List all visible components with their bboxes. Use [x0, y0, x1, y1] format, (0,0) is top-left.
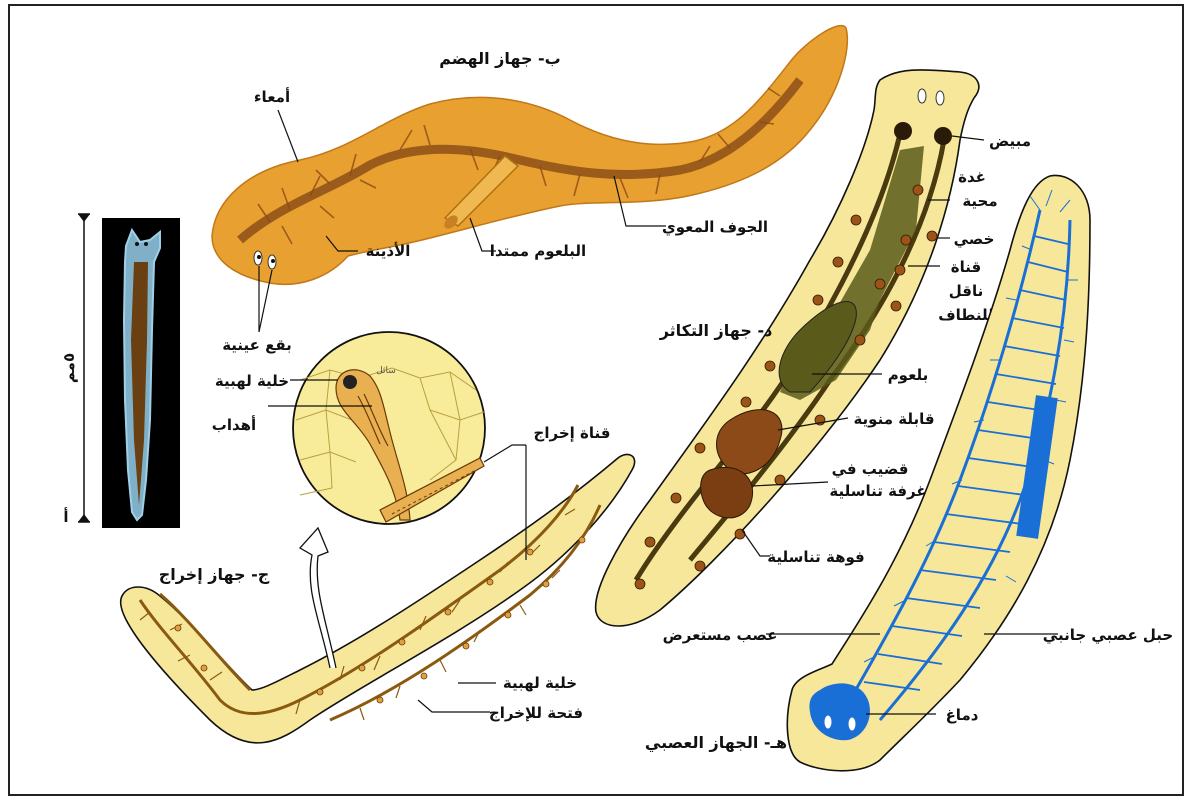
- gastrovascular-label: الجوف المعوي: [662, 218, 768, 237]
- genital-pore-leader: [742, 530, 770, 556]
- genital-pore-label: فوهة تناسلية: [767, 548, 864, 566]
- point-a-label: أ: [63, 507, 68, 526]
- nervous-title: هـ- الجهاز العصبي: [645, 733, 787, 753]
- auricle-label: الأذينة: [366, 242, 411, 260]
- photo-eye-left: [135, 242, 139, 246]
- vas-deferens-label-2: ناقل: [949, 282, 983, 300]
- ovary-label: مبيض: [989, 132, 1031, 150]
- vas-deferens-label-1: قناة: [951, 258, 981, 276]
- excretory-pore-label: فتحة للإخراج: [489, 704, 583, 722]
- pharynx-extended-label: البلعوم ممتدا: [490, 242, 586, 260]
- transverse-nerve-label: عصب مستعرض: [663, 626, 778, 644]
- vas-deferens-label-3: للنطاف: [938, 306, 994, 324]
- penis-label-2: غرفة تناسلية: [829, 482, 926, 500]
- zoom-flame-cell-label: خلية لهبية: [215, 372, 289, 390]
- ovary-right: [934, 127, 952, 145]
- photo-eye-right: [144, 242, 148, 246]
- nervous-eye-right: [848, 717, 856, 731]
- zoom-arrow: [300, 528, 336, 668]
- planaria-photo: [102, 218, 180, 528]
- cilia-label: أهداب: [212, 415, 256, 434]
- fluid-label: سائل: [376, 366, 396, 376]
- reproductive-title: د- جهاز التكاثر: [659, 321, 773, 340]
- flame-cell-zoom: [293, 332, 485, 524]
- intestines-leader: [278, 110, 298, 162]
- lateral-nerve-cord-label: حبل عصبي جانبي: [1043, 626, 1173, 644]
- scale-label: ٥مم: [60, 353, 78, 383]
- nervous-eye-left: [824, 715, 832, 729]
- yolk-gland-label-2: محية: [962, 192, 997, 210]
- digestive-title: ب- جهاز الهضم: [439, 49, 561, 68]
- intestines-label: أمعاء: [254, 87, 290, 106]
- brain-label: دماغ: [946, 706, 979, 724]
- pharynx-label: بلعوم: [888, 366, 929, 384]
- yolk-gland-label-1: غدة: [958, 168, 986, 186]
- repro-eye-right: [936, 91, 944, 105]
- excretory-title: ج- جهاز إخراج: [159, 565, 270, 584]
- repro-eye-left: [918, 89, 926, 103]
- ovary-left: [894, 122, 912, 140]
- excretory-canal-label: قناة إخراج: [534, 424, 611, 442]
- excretory-pore-leader: [418, 700, 490, 712]
- testis-label: خصي: [954, 230, 995, 248]
- penis-label-1: قضيب في: [832, 460, 909, 478]
- scale-bar: [78, 214, 90, 522]
- seminal-receptacle-label: قابلة منوية: [853, 410, 934, 428]
- eyespots-label: بقع عينية: [222, 336, 292, 354]
- flame-cell-label: خلية لهبية: [503, 674, 577, 692]
- zoom-flame-nucleus: [343, 375, 357, 389]
